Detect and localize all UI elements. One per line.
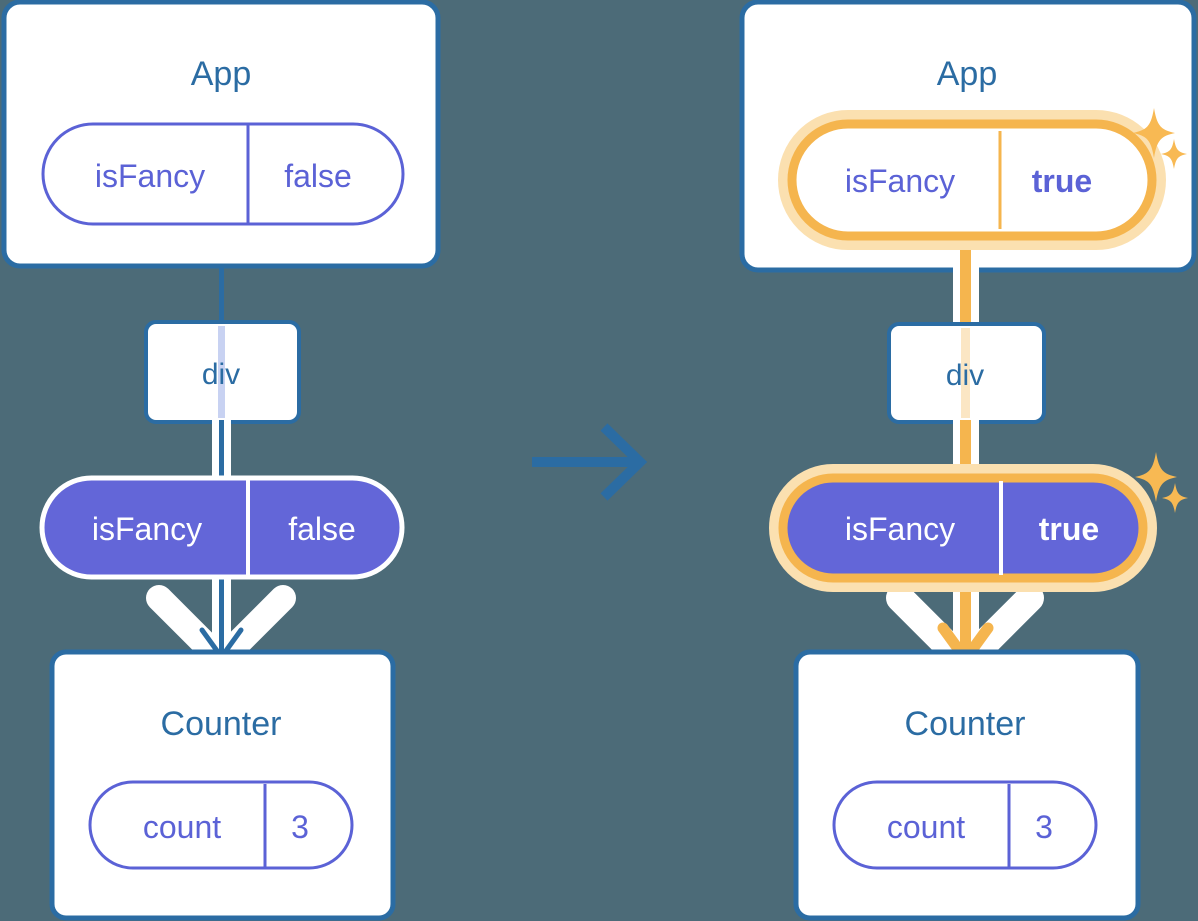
- app-title-before: App: [191, 55, 252, 93]
- sparkle-small-icon: [1161, 139, 1187, 169]
- prop-value-after: true: [1039, 511, 1099, 547]
- sparkle-small-icon: [1162, 483, 1188, 513]
- prop-pill-after-ring: [778, 473, 1148, 583]
- app-state-value-after: true: [1032, 163, 1092, 199]
- prop-pill-before: [39, 475, 405, 580]
- app-state-key-after: isFancy: [845, 163, 955, 199]
- prop-pill-after-glow: [769, 464, 1157, 592]
- counter-state-value-after: 3: [1035, 809, 1053, 845]
- counter-title-after: Counter: [905, 705, 1026, 743]
- counter-state-key-after: count: [887, 809, 965, 845]
- prop-key-before: isFancy: [92, 511, 202, 547]
- app-state-pill-after-glow: [778, 110, 1166, 250]
- connector-div-to-pill-before: [219, 420, 224, 492]
- counter-state-key-before: count: [143, 809, 221, 845]
- connector-app-to-div-before: [219, 262, 224, 324]
- sparkle-large-icon: [1135, 452, 1177, 502]
- arrow-right-icon: [532, 423, 648, 501]
- connector-inside-div-before: [218, 326, 225, 418]
- app-state-pill-before: [41, 122, 405, 226]
- counter-state-value-before: 3: [291, 809, 309, 845]
- app-state-value-before: false: [284, 158, 352, 194]
- div-label-before: div: [202, 358, 240, 391]
- app-title-after: App: [937, 55, 998, 93]
- connector-div-to-pill-after: [960, 420, 971, 492]
- sparkle-large-icon: [1133, 108, 1175, 158]
- counter-state-pill-before: [88, 780, 354, 870]
- counter-state-pill-after: [832, 780, 1098, 870]
- div-label-after: div: [946, 359, 984, 392]
- counter-title-before: Counter: [161, 705, 282, 743]
- prop-value-before: false: [288, 511, 356, 547]
- prop-key-after: isFancy: [845, 511, 955, 547]
- app-state-key-before: isFancy: [95, 158, 205, 194]
- connector-app-to-div-after: [960, 215, 971, 327]
- connector-inside-div-after: [961, 328, 970, 418]
- app-state-pill-after-ring: [787, 119, 1157, 241]
